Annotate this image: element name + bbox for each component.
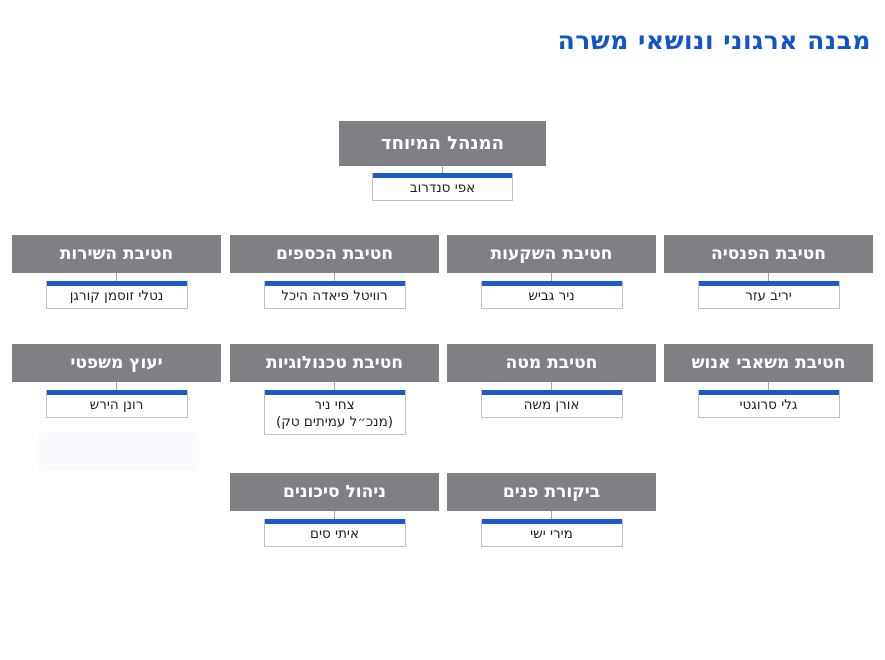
name-box: איתי סים: [263, 519, 406, 547]
name-box: אורן משה: [480, 390, 623, 418]
accent-bar: [46, 390, 187, 395]
role-box: חטיבת הכספים: [230, 235, 439, 273]
accent-bar: [264, 281, 405, 286]
connector-line: [551, 273, 552, 281]
role-box: חטיבת השירות: [12, 235, 221, 273]
name-box: צחי ניר (מנכ״ל עמיתים טק): [263, 390, 406, 435]
name-box: רונן הירש: [45, 390, 188, 418]
org-node-staff-division: חטיבת מטה אורן משה: [447, 344, 656, 418]
role-box: חטיבת השקעות: [447, 235, 656, 273]
accent-bar: [481, 281, 622, 286]
name-box: גלי סרוגטי: [697, 390, 840, 418]
accent-bar: [698, 390, 839, 395]
person-name: ניר גביש: [528, 288, 575, 304]
name-box: נטלי זוסמן קורגן: [45, 281, 188, 309]
person-name: נטלי זוסמן קורגן: [69, 288, 164, 304]
person-name: מירי ישי: [530, 526, 573, 542]
accent-bar: [264, 519, 405, 524]
empty-placeholder-box: [39, 433, 199, 471]
org-node-investments-division: חטיבת השקעות ניר גביש: [447, 235, 656, 309]
connector-line: [768, 382, 769, 390]
org-node-root: המנהל המיוחד אפי סנדרוב: [339, 121, 546, 201]
connector-line: [551, 511, 552, 519]
role-box: חטיבת טכנולוגיות: [230, 344, 439, 382]
connector-line: [551, 382, 552, 390]
org-node-hr-division: חטיבת משאבי אנוש גלי סרוגטי: [664, 344, 873, 418]
name-box: רוויטל פיאדה היכל: [263, 281, 406, 309]
org-node-technology-division: חטיבת טכנולוגיות צחי ניר (מנכ״ל עמיתים ט…: [230, 344, 439, 435]
org-node-pension-division: חטיבת הפנסיה יריב עזר: [664, 235, 873, 309]
page-title: מבנה ארגוני ונושאי משרה: [557, 26, 871, 55]
org-node-legal-counsel: יעוץ משפטי רונן הירש: [12, 344, 221, 418]
role-box: יעוץ משפטי: [12, 344, 221, 382]
role-box: ביקורת פנים: [447, 473, 656, 511]
connector-line: [116, 382, 117, 390]
role-box: חטיבת מטה: [447, 344, 656, 382]
name-box: אפי סנדרוב: [372, 173, 513, 201]
accent-bar: [373, 173, 512, 178]
person-name: צחי ניר: [314, 397, 355, 413]
person-title: (מנכ״ל עמיתים טק): [275, 414, 394, 430]
connector-line: [334, 511, 335, 519]
person-name: רוויטל פיאדה היכל: [281, 288, 388, 304]
role-box: ניהול סיכונים: [230, 473, 439, 511]
accent-bar: [264, 390, 405, 395]
name-box: ניר גביש: [480, 281, 623, 309]
accent-bar: [481, 390, 622, 395]
accent-bar: [698, 281, 839, 286]
connector-line: [334, 273, 335, 281]
connector-line: [442, 166, 443, 173]
org-node-internal-audit: ביקורת פנים מירי ישי: [447, 473, 656, 547]
name-box: יריב עזר: [697, 281, 840, 309]
role-box: חטיבת משאבי אנוש: [664, 344, 873, 382]
org-node-service-division: חטיבת השירות נטלי זוסמן קורגן: [12, 235, 221, 309]
person-name: יריב עזר: [745, 288, 792, 304]
accent-bar: [46, 281, 187, 286]
person-name: אורן משה: [523, 397, 580, 413]
connector-line: [116, 273, 117, 281]
accent-bar: [481, 519, 622, 524]
connector-line: [768, 273, 769, 281]
connector-line: [334, 382, 335, 390]
name-box: מירי ישי: [480, 519, 623, 547]
role-box: חטיבת הפנסיה: [664, 235, 873, 273]
role-box: המנהל המיוחד: [339, 121, 546, 166]
org-node-finance-division: חטיבת הכספים רוויטל פיאדה היכל: [230, 235, 439, 309]
person-name: איתי סים: [310, 526, 359, 542]
person-name: רונן הירש: [89, 397, 144, 413]
person-name: אפי סנדרוב: [409, 180, 476, 196]
person-name: גלי סרוגטי: [739, 397, 798, 413]
org-node-risk-management: ניהול סיכונים איתי סים: [230, 473, 439, 547]
